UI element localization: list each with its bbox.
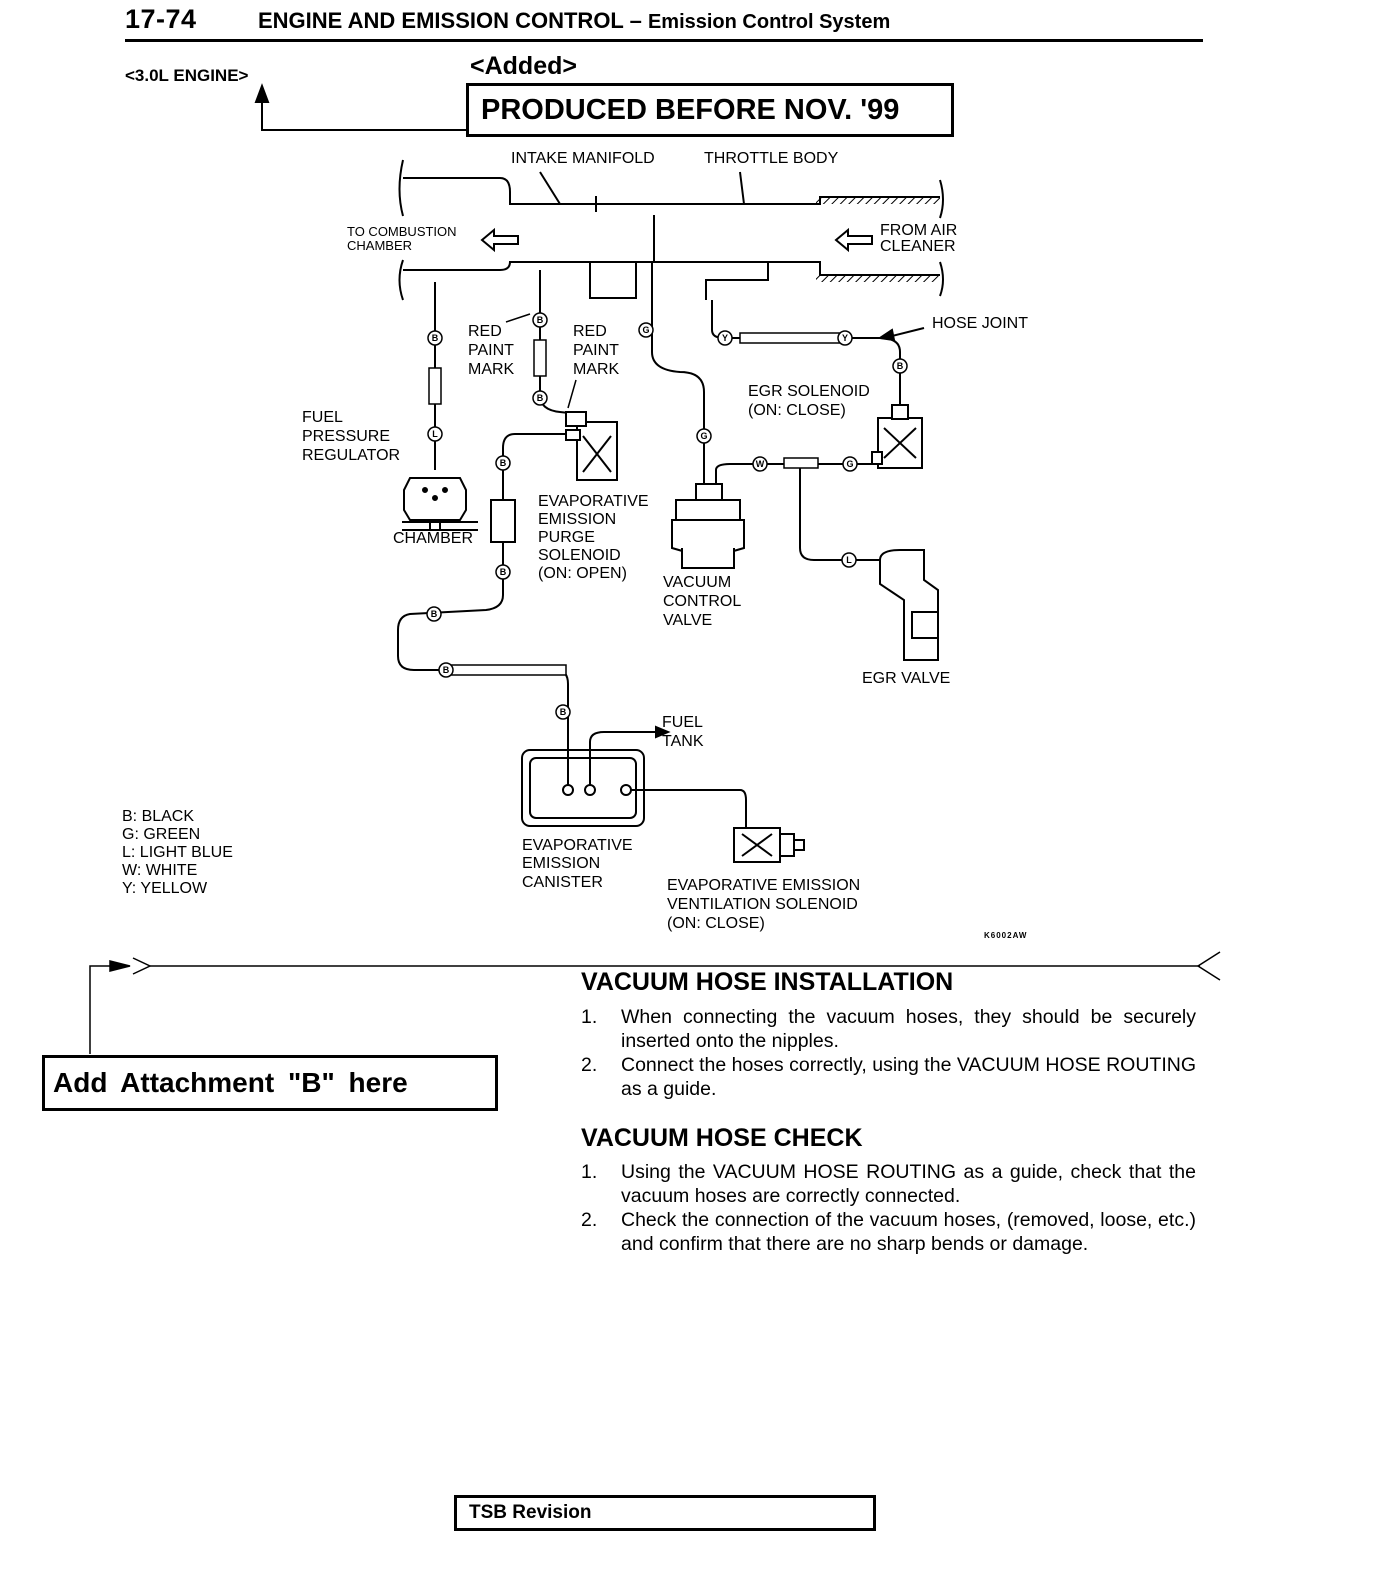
fuel-tank-label-2: TANK — [662, 733, 704, 750]
added-pointer-arrow — [254, 83, 466, 131]
red-paint-right-3: MARK — [573, 361, 620, 378]
svg-text:L: L — [846, 555, 852, 565]
egr-solenoid-label-2: (ON: CLOSE) — [748, 402, 846, 419]
svg-text:B: B — [560, 707, 567, 717]
intake-manifold-label: INTAKE MANIFOLD — [511, 150, 655, 167]
page-subtitle: Emission Control System — [647, 11, 891, 33]
intake-duct — [398, 159, 944, 301]
to-combustion-label: TO COMBUSTION — [347, 224, 457, 239]
red-paint-left-2: PAINT — [468, 342, 514, 359]
figure-code: K6002AW — [984, 931, 1027, 940]
added-label: <Added> — [470, 52, 577, 80]
list-item: 2. Check the connection of the vacuum ho… — [581, 1209, 1196, 1255]
egr-solenoid — [871, 404, 923, 469]
fuel-pressure-label-3: REGULATOR — [302, 447, 400, 464]
tsb-revision-box: TSB Revision — [454, 1495, 876, 1531]
hose-code-letters: B L B B G G Y Y B B B B B B W G L — [431, 315, 904, 717]
legend-item: W: WHITE — [122, 862, 198, 879]
purge-filter — [490, 499, 516, 543]
purge-solenoid-label-3: PURGE — [538, 529, 595, 546]
check-title: VACUUM HOSE CHECK — [581, 1124, 863, 1152]
color-legend: B: BLACK G: GREEN L: LIGHT BLUE W: WHITE… — [122, 808, 233, 898]
ventilation-solenoid — [733, 827, 805, 863]
svg-text:G: G — [642, 325, 649, 335]
egr-solenoid-label: EGR SOLENOID — [748, 383, 870, 400]
page-title-main: ENGINE AND EMISSION CONTROL – — [258, 8, 642, 33]
purge-solenoid-label-2: EMISSION — [538, 511, 616, 528]
installation-steps: 1. When connecting the vacuum hoses, the… — [581, 1005, 1196, 1101]
vacuum-control-valve — [671, 483, 745, 569]
fuel-pressure-regulator — [402, 477, 478, 531]
list-item: 1. Using the VACUUM HOSE ROUTING as a gu… — [581, 1161, 1196, 1207]
legend-item: G: GREEN — [122, 826, 201, 843]
ventilation-label-2: VENTILATION SOLENOID — [667, 896, 858, 913]
fuel-tank-arrow — [655, 725, 671, 739]
produced-before-box: PRODUCED BEFORE NOV. '99 — [466, 83, 954, 137]
svg-text:B: B — [537, 393, 544, 403]
red-paint-right-2: PAINT — [573, 342, 619, 359]
svg-text:Y: Y — [842, 333, 848, 343]
evap-canister — [521, 749, 645, 827]
hose-joint-label: HOSE JOINT — [932, 315, 1028, 332]
header-rule — [125, 39, 1203, 42]
from-air-label-2: CLEANER — [880, 238, 956, 255]
legend-item: Y: YELLOW — [122, 880, 208, 897]
purge-solenoid-label-5: (ON: OPEN) — [538, 565, 627, 582]
egr-valve-label: EGR VALVE — [862, 670, 950, 687]
svg-text:G: G — [700, 431, 707, 441]
svg-text:B: B — [500, 567, 507, 577]
legend-item: B: BLACK — [122, 808, 195, 825]
canister-label-2: EMISSION — [522, 855, 600, 872]
to-combustion-label-2: CHAMBER — [347, 238, 412, 253]
hose-code-markers — [426, 312, 908, 720]
page-number: 17-74 — [125, 4, 197, 34]
svg-text:B: B — [537, 315, 544, 325]
flow-arrow-right — [834, 227, 873, 253]
purge-solenoid — [565, 411, 618, 481]
svg-text:L: L — [432, 429, 438, 439]
red-paint-left-3: MARK — [468, 361, 515, 378]
fuel-pressure-label-2: PRESSURE — [302, 428, 390, 445]
vacuum-control-label-1: VACUUM — [663, 574, 731, 591]
hose-joint — [877, 327, 925, 342]
svg-text:B: B — [443, 665, 450, 675]
purge-solenoid-label-1: EVAPORATIVE — [538, 493, 649, 510]
t-junction — [783, 457, 819, 469]
list-item: 2. Connect the hoses correctly, using th… — [581, 1054, 1196, 1100]
vacuum-control-label-3: VALVE — [663, 612, 712, 629]
ventilation-label-1: EVAPORATIVE EMISSION — [667, 877, 860, 894]
section-separator — [89, 951, 1221, 1054]
svg-text:G: G — [846, 459, 853, 469]
vacuum-control-label-2: CONTROL — [663, 593, 741, 610]
from-air-label: FROM AIR — [880, 222, 957, 239]
installation-title: VACUUM HOSE INSTALLATION — [581, 968, 954, 996]
flow-arrow-left — [480, 227, 519, 253]
purge-solenoid-label-4: SOLENOID — [538, 547, 621, 564]
svg-text:B: B — [431, 609, 438, 619]
svg-text:B: B — [897, 361, 904, 371]
red-paint-right-1: RED — [573, 323, 607, 340]
throttle-body-label: THROTTLE BODY — [704, 150, 839, 167]
egr-valve — [879, 549, 939, 661]
fuel-pressure-label-1: FUEL — [302, 409, 343, 426]
canister-label-3: CANISTER — [522, 874, 603, 891]
engine-label: <3.0L ENGINE> — [125, 66, 249, 85]
svg-text:B: B — [500, 458, 507, 468]
page-title: ENGINE AND EMISSION CONTROL – Emission C… — [258, 8, 890, 34]
fuel-tank-label-1: FUEL — [662, 714, 703, 731]
svg-text:W: W — [756, 459, 765, 469]
add-attachment-box: Add Attachment "B" here — [42, 1055, 498, 1111]
check-steps: 1. Using the VACUUM HOSE ROUTING as a gu… — [581, 1160, 1196, 1256]
list-item: 1. When connecting the vacuum hoses, the… — [581, 1006, 1196, 1052]
legend-item: L: LIGHT BLUE — [122, 844, 233, 861]
vacuum-hoses — [397, 215, 901, 832]
svg-text:B: B — [432, 333, 439, 343]
red-paint-left-1: RED — [468, 323, 502, 340]
chamber-label: CHAMBER — [393, 530, 473, 547]
red-paint-pointers — [505, 313, 577, 409]
ventilation-label-3: (ON: CLOSE) — [667, 915, 765, 932]
canister-label-1: EVAPORATIVE — [522, 837, 633, 854]
svg-text:Y: Y — [722, 333, 728, 343]
